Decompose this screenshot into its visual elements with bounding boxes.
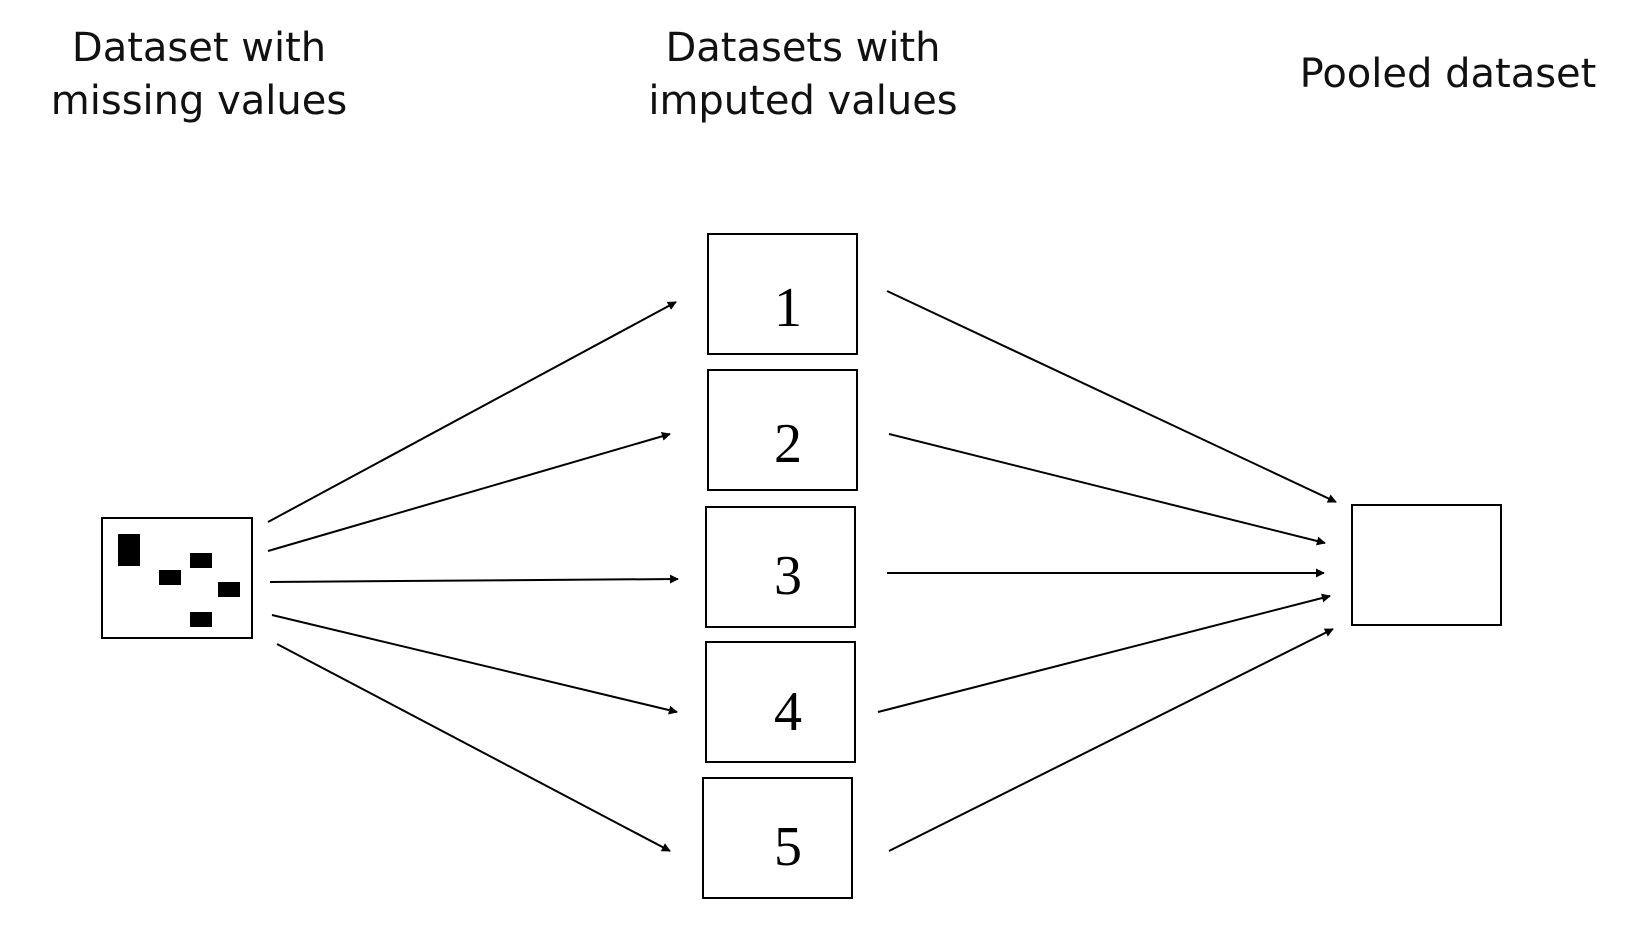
- imputed-dataset-frame: [707, 369, 858, 491]
- imputed-dataset-frame: [705, 506, 856, 628]
- imputation-arrow: [269, 574, 679, 584]
- imputed-dataset-box: 3: [705, 506, 856, 628]
- missing-value-cell: [190, 612, 212, 627]
- imputation-arrow: [267, 431, 671, 552]
- missing-dataset-title: Dataset with missing values: [0, 22, 398, 128]
- imputed-dataset-box: 2: [707, 369, 858, 491]
- pooling-arrow: [877, 593, 1331, 713]
- imputed-dataset-number: 3: [774, 545, 802, 607]
- missing-title-line-1: Dataset with: [71, 25, 327, 71]
- missing-value-cell: [218, 582, 240, 597]
- imputed-dataset-number: 4: [774, 681, 802, 743]
- imputed-dataset-number: 2: [774, 413, 802, 475]
- missing-dataset-box: [101, 517, 253, 639]
- imputed-dataset-number: 1: [774, 277, 802, 339]
- imputed-dataset-box: 5: [702, 777, 853, 899]
- imputed-datasets: 1 2 3 4 5: [702, 233, 858, 899]
- missing-title-line-2: missing values: [50, 78, 348, 124]
- missing-value-cell: [190, 553, 212, 568]
- pooled-title-line: Pooled dataset: [1299, 51, 1597, 97]
- imputed-dataset-frame: [707, 233, 858, 355]
- pooling-arrow: [888, 628, 1334, 852]
- pooling-arrow: [886, 290, 1337, 503]
- missing-value-cell: [159, 570, 181, 585]
- imputation-arrow: [267, 301, 677, 523]
- imputed-dataset-box: 1: [707, 233, 858, 355]
- imputation-arrow: [276, 643, 671, 852]
- pooled-dataset-title: Pooled dataset: [1255, 48, 1637, 101]
- imputation-arrow: [271, 614, 678, 715]
- imputation-arrows: [267, 301, 679, 852]
- imputed-title-line-1: Datasets with: [665, 25, 941, 71]
- missing-value-cell: [118, 534, 140, 566]
- pooling-arrows: [877, 290, 1337, 852]
- pooled-dataset-box: [1351, 504, 1502, 626]
- pooling-arrow: [888, 433, 1326, 546]
- imputed-dataset-box: 4: [705, 641, 856, 763]
- imputed-dataset-frame: [702, 777, 853, 899]
- imputed-dataset-frame: [705, 641, 856, 763]
- imputed-title-line-2: imputed values: [648, 78, 958, 124]
- imputed-dataset-number: 5: [774, 816, 802, 878]
- imputed-datasets-title: Datasets with imputed values: [600, 22, 1006, 128]
